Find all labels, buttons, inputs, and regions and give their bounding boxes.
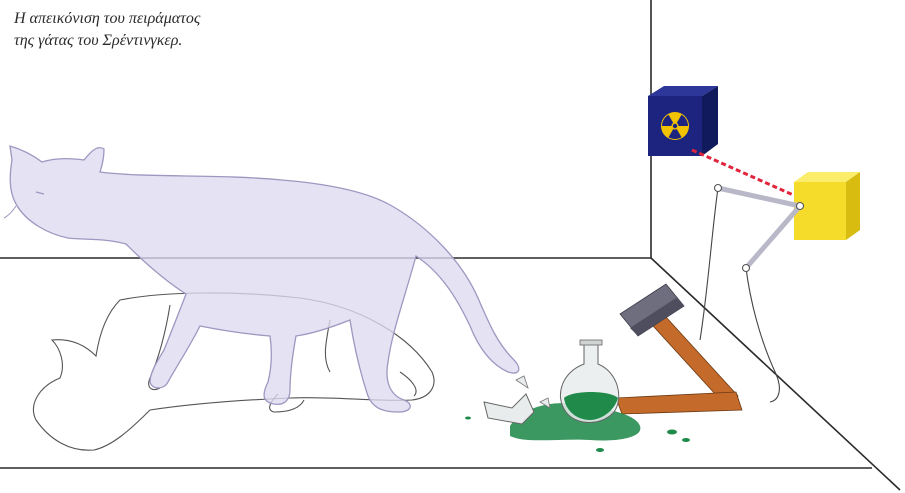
wire bbox=[746, 268, 779, 402]
pivot-joint bbox=[743, 265, 750, 272]
poison-droplet bbox=[465, 417, 471, 420]
radiation-symbol-icon bbox=[661, 112, 689, 140]
shattered-glass-shard bbox=[516, 376, 528, 388]
counter-front-face bbox=[794, 182, 846, 240]
lever-arm bbox=[746, 206, 800, 268]
trigger-mechanism bbox=[700, 185, 804, 403]
broken-vial bbox=[484, 394, 534, 424]
hammer bbox=[616, 284, 742, 414]
hammer-handle-base bbox=[616, 392, 742, 414]
counter-side-face bbox=[846, 172, 860, 240]
poison-droplet bbox=[682, 438, 690, 442]
flask-neck-rim bbox=[580, 340, 602, 345]
ghost-cat-whisker bbox=[4, 206, 16, 218]
box-side-face bbox=[702, 86, 718, 156]
radioactive-source-box bbox=[648, 86, 718, 156]
ghost-cat bbox=[4, 146, 519, 412]
laser-beam bbox=[692, 150, 800, 198]
dead-cat-tail bbox=[400, 372, 416, 396]
pivot-joint bbox=[715, 185, 722, 192]
poison-droplet bbox=[667, 430, 677, 435]
poison-droplet bbox=[596, 448, 604, 452]
ghost-cat-body bbox=[10, 146, 519, 412]
lever-arm bbox=[718, 188, 800, 206]
pivot-joint bbox=[797, 203, 804, 210]
